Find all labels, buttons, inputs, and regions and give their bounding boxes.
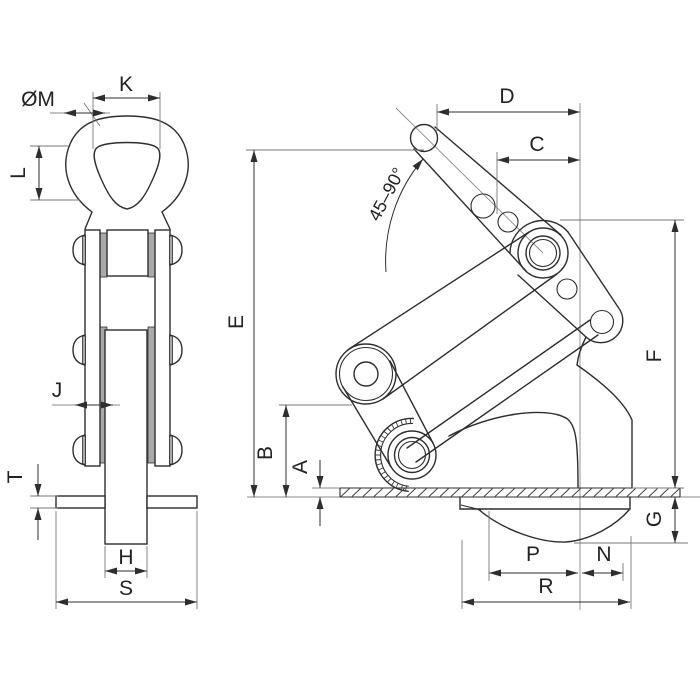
- angle-label: 45–90°: [364, 164, 409, 224]
- dim-label-K: K: [119, 73, 133, 96]
- side-plate-right: [154, 229, 171, 467]
- dim-label-D: D: [499, 85, 514, 108]
- angle-annotation: 45–90°: [364, 158, 424, 273]
- lever-eye-hole: [409, 123, 439, 153]
- front-view: K ØM L J T H S: [4, 73, 198, 609]
- dim-label-J: J: [52, 379, 63, 402]
- clevis-block: [106, 229, 149, 277]
- link-roller-cam: [342, 360, 434, 468]
- dim-label-T: T: [4, 470, 27, 483]
- dim-label-F: F: [643, 350, 666, 363]
- roller: [335, 343, 397, 405]
- dim-label-C: C: [529, 133, 544, 156]
- lifting-eye: [65, 115, 189, 230]
- frame-plate: [448, 231, 633, 488]
- gripping-cam: [374, 417, 437, 492]
- link-pivot-roller: [348, 231, 558, 400]
- bolt-heads: [72, 234, 183, 466]
- side-plate-left: [84, 229, 101, 467]
- dim-label-R: R: [538, 575, 553, 598]
- workpiece-plate: [247, 487, 700, 498]
- dim-label-L: L: [7, 167, 30, 179]
- link-hole: [497, 211, 519, 233]
- dim-label-B: B: [254, 446, 277, 460]
- body-pin-hole: [589, 309, 615, 335]
- dim-label-S: S: [119, 577, 133, 600]
- dim-label-G: G: [643, 511, 666, 527]
- dim-label-N: N: [596, 543, 611, 566]
- dim-label-H: H: [118, 546, 133, 569]
- lever-arm: [409, 123, 562, 272]
- side-view: 45–90° D C E B A F G P: [225, 85, 700, 610]
- dim-label-E: E: [225, 315, 248, 329]
- base-strip-left: [55, 495, 106, 509]
- dim-label-A: A: [289, 460, 312, 474]
- link-bodypin-cam: [406, 319, 599, 463]
- dim-label-M: ØM: [21, 88, 55, 111]
- base-strip-right: [146, 495, 198, 509]
- dim-label-P: P: [526, 543, 540, 566]
- link-hole: [470, 193, 496, 219]
- jaw-body: [459, 496, 631, 543]
- lever-centerline: [395, 107, 544, 254]
- center-column: [104, 329, 148, 545]
- frame-hole: [556, 278, 578, 300]
